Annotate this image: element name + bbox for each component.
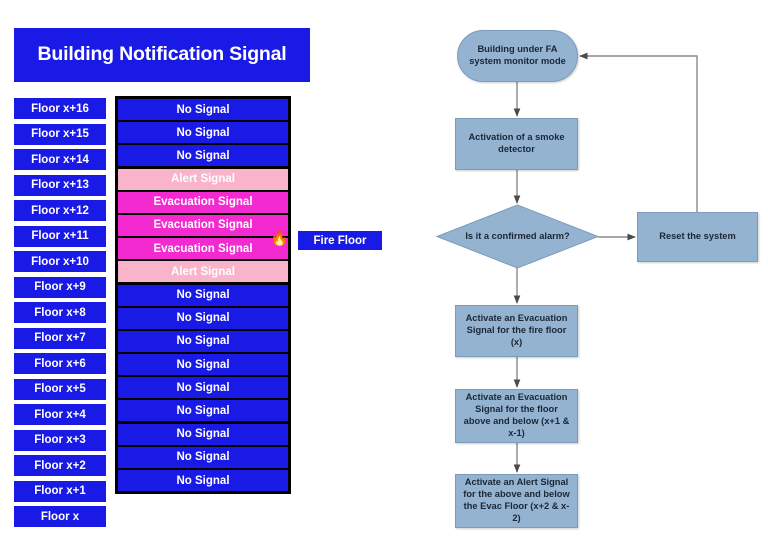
flowchart-box-activate-above-below: Activate an Evacuation Signal for the fl…: [455, 389, 578, 443]
signal-status-cell: No Signal: [118, 122, 288, 144]
floor-label: Floor x+9: [14, 276, 106, 298]
signal-status-cell: No Signal: [118, 354, 288, 376]
signal-status-cell: Evacuation Signal: [118, 214, 288, 236]
floor-label: Floor x+3: [14, 429, 106, 451]
floor-label: Floor x+15: [14, 123, 106, 145]
signal-status-cell: No Signal: [118, 470, 288, 491]
signal-status-cell: No Signal: [118, 400, 288, 422]
floor-label: Floor x+7: [14, 327, 106, 349]
floor-label: Floor x+2: [14, 455, 106, 476]
flowchart-decision-label: Is it a confirmed alarm?: [465, 230, 570, 241]
floor-label: Floor x+16: [14, 98, 106, 119]
floor-label: Floor x+14: [14, 149, 106, 170]
signal-status-cell: No Signal: [118, 284, 288, 306]
fire-floor-label: Fire Floor: [298, 231, 382, 250]
flowchart-box-smoke-detector: Activation of a smoke detector: [455, 118, 578, 170]
page-title: Building Notification Signal: [14, 28, 310, 82]
signal-status-cell: Alert Signal: [118, 168, 288, 190]
signal-status-cell: No Signal: [118, 307, 288, 329]
signal-status-cell: Alert Signal: [118, 261, 288, 283]
floor-label: Floor x+11: [14, 225, 106, 247]
flame-icon: 🔥: [270, 230, 289, 247]
floor-label: Floor x+8: [14, 302, 106, 323]
floor-label: Floor x+5: [14, 378, 106, 400]
flowchart-box-reset-system: Reset the system: [637, 212, 758, 262]
signal-status-cell: No Signal: [118, 330, 288, 352]
flowchart-box-activate-alert: Activate an Alert Signal for the above a…: [455, 474, 578, 528]
floor-label: Floor x: [14, 506, 106, 527]
floor-label: Floor x+13: [14, 174, 106, 196]
floor-label: Floor x+1: [14, 480, 106, 502]
floor-label: Floor x+4: [14, 404, 106, 425]
floor-label: Floor x+10: [14, 251, 106, 272]
flowchart-decision-confirmed-alarm: Is it a confirmed alarm?: [437, 205, 598, 268]
floor-label: Floor x+6: [14, 353, 106, 374]
signal-status-cell: No Signal: [118, 99, 288, 120]
signal-status-cell: Evacuation Signal: [118, 191, 288, 213]
flowchart-box-activate-fire-floor: Activate an Evacuation Signal for the fi…: [455, 305, 578, 357]
floor-label: Floor x+12: [14, 200, 106, 221]
flowchart-terminal-monitor-mode: Building under FA system monitor mode: [457, 30, 578, 82]
signal-status-cell: No Signal: [118, 145, 288, 167]
signal-status-cell: No Signal: [118, 377, 288, 399]
signal-status-cell: No Signal: [118, 423, 288, 445]
signal-status-cell: No Signal: [118, 446, 288, 468]
signal-status-cell: Evacuation Signal: [118, 238, 288, 260]
